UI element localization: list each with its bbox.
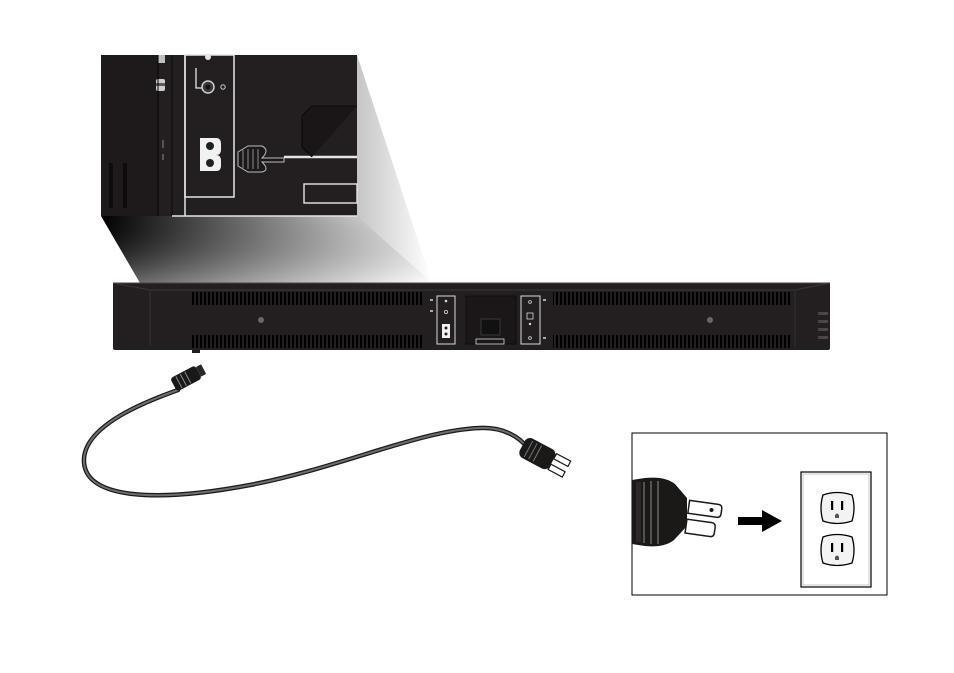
- power-inlet-icon: [200, 138, 221, 171]
- cord-connector-icon: [170, 362, 207, 391]
- clip-icon: [158, 55, 165, 63]
- power-cord: [84, 362, 572, 495]
- plug-icon: [517, 436, 571, 479]
- grille-left-bottom: [191, 335, 424, 348]
- grille-left-top: [191, 292, 424, 305]
- grille-right-bottom: [553, 335, 790, 348]
- soundbar: [113, 283, 830, 353]
- grille-right-top: [553, 292, 790, 305]
- magnified-inset: [101, 54, 357, 216]
- screw-icon: [258, 317, 264, 323]
- screw-icon: [707, 317, 713, 323]
- outlet-inset: [632, 433, 887, 595]
- outlet-icon: [801, 472, 871, 587]
